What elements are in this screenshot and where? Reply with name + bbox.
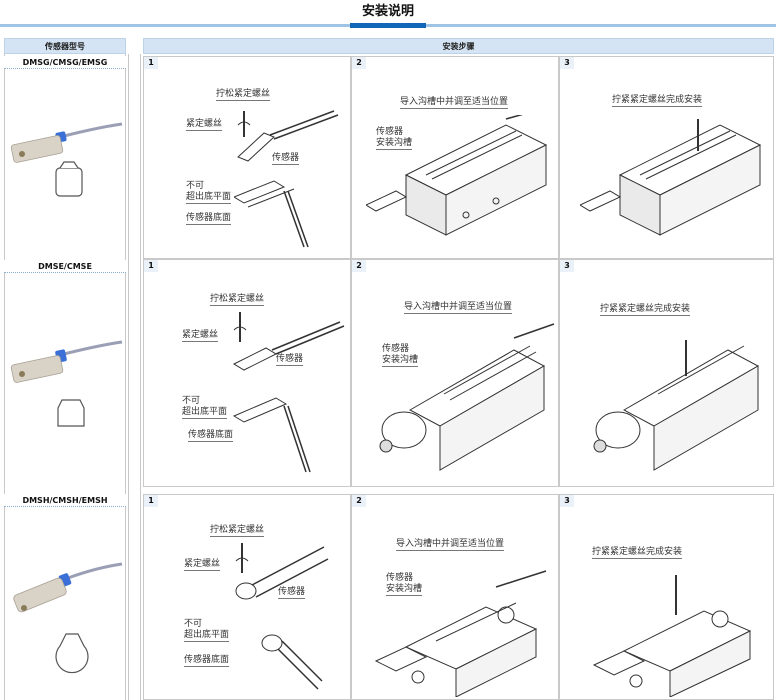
row1-step1: 1 拧松紧定螺丝 紧定螺丝 传感器 不可 超出底平面 传感器底面 xyxy=(143,56,351,259)
model-column xyxy=(4,54,126,700)
row1-step2: 2 导入沟槽中并调至适当位置 传感器 安装沟槽 xyxy=(351,56,559,259)
row3-step2: 2 导入沟槽中并调至适当位置 传感器 安装沟槽 xyxy=(351,494,559,700)
spacer-column xyxy=(128,54,141,700)
step-number: 3 xyxy=(560,57,574,69)
callout-sensor-bottom: 传感器底面 xyxy=(188,430,234,442)
steps-column-header: 安装步骤 xyxy=(143,38,774,54)
step-number: 1 xyxy=(144,260,158,272)
callout-mount-groove: 安装沟槽 xyxy=(386,584,423,596)
callout-sensor: 传感器 xyxy=(376,127,404,137)
callout-exceed-bottom: 超出底平面 xyxy=(182,407,228,419)
callout-sensor: 传感器 xyxy=(276,354,304,366)
step2-cylinder-drawing xyxy=(379,323,555,471)
model-label-row3: DMSH/CMSH/EMSH xyxy=(4,494,126,507)
row2-step3: 3 拧紧紧定螺丝完成安装 xyxy=(559,259,774,487)
row3-step1: 1 拧松紧定螺丝 紧定螺丝 传感器 不可 超出底平面 传感器底面 xyxy=(143,494,351,700)
row2-step2: 2 导入沟槽中并调至适当位置 传感器 安装沟槽 xyxy=(351,259,559,487)
step3-cylinder-drawing xyxy=(580,119,762,236)
sensor-photo-row1 xyxy=(10,122,123,197)
step-number: 3 xyxy=(560,495,574,507)
callout-sensor: 传感器 xyxy=(382,344,410,354)
step2-cylinder-drawing xyxy=(366,115,548,236)
callout-not-allowed: 不可 xyxy=(186,181,205,191)
step1-sensor-drawing xyxy=(234,110,339,248)
title-accent-bar xyxy=(350,23,426,28)
callout-exceed-bottom: 超出底平面 xyxy=(186,192,232,204)
step-number: 2 xyxy=(352,57,366,69)
sensor-photo-row3 xyxy=(13,562,123,674)
callout-exceed-bottom: 超出底平面 xyxy=(184,630,230,642)
callout-insert-groove: 导入沟槽中并调至适当位置 xyxy=(396,539,505,551)
row2-step1: 1 拧松紧定螺丝 紧定螺丝 传感器 不可 超出底平面 传感器底面 xyxy=(143,259,351,487)
callout-not-allowed: 不可 xyxy=(182,396,201,406)
model-label-row2: DMSE/CMSE xyxy=(4,260,126,273)
callout-set-screw: 紧定螺丝 xyxy=(186,119,223,131)
callout-tighten-screw: 拧紧紧定螺丝完成安装 xyxy=(612,95,703,107)
step-number: 3 xyxy=(560,260,574,272)
step3-cylinder-drawing xyxy=(592,575,752,697)
callout-set-screw: 紧定螺丝 xyxy=(182,330,219,342)
sensor-photo-row2 xyxy=(10,340,123,427)
callout-sensor-bottom: 传感器底面 xyxy=(184,655,230,667)
step-number: 2 xyxy=(352,495,366,507)
callout-sensor: 传感器 xyxy=(386,573,414,583)
step2-cylinder-drawing xyxy=(374,570,547,697)
callout-tighten-screw: 拧紧紧定螺丝完成安装 xyxy=(592,547,683,559)
callout-loosen-screw: 拧松紧定螺丝 xyxy=(216,89,271,101)
step3-cylinder-drawing xyxy=(593,340,760,471)
row3-step3: 3 拧紧紧定螺丝完成安装 xyxy=(559,494,774,700)
row1-step3: 3 拧紧紧定螺丝完成安装 xyxy=(559,56,774,259)
callout-insert-groove: 导入沟槽中并调至适当位置 xyxy=(404,302,513,314)
callout-insert-groove: 导入沟槽中并调至适当位置 xyxy=(400,97,509,109)
callout-set-screw: 紧定螺丝 xyxy=(184,559,221,571)
callout-loosen-screw: 拧松紧定螺丝 xyxy=(210,294,265,306)
step-number: 1 xyxy=(144,57,158,69)
step1-sensor-drawing xyxy=(235,543,329,690)
callout-sensor: 传感器 xyxy=(278,587,306,599)
callout-mount-groove: 安装沟槽 xyxy=(382,355,419,367)
callout-tighten-screw: 拧紧紧定螺丝完成安装 xyxy=(600,304,691,316)
step-number: 2 xyxy=(352,260,366,272)
callout-mount-groove: 安装沟槽 xyxy=(376,138,413,150)
step1-sensor-drawing xyxy=(232,312,345,473)
model-label-row1: DMSG/CMSG/EMSG xyxy=(4,56,126,69)
callout-not-allowed: 不可 xyxy=(184,619,203,629)
page-title: 安装说明 xyxy=(361,4,414,19)
step-number: 1 xyxy=(144,495,158,507)
model-column-header: 传感器型号 xyxy=(4,38,126,54)
callout-sensor: 传感器 xyxy=(272,153,300,165)
callout-loosen-screw: 拧松紧定螺丝 xyxy=(210,525,265,537)
callout-sensor-bottom: 传感器底面 xyxy=(186,213,232,225)
